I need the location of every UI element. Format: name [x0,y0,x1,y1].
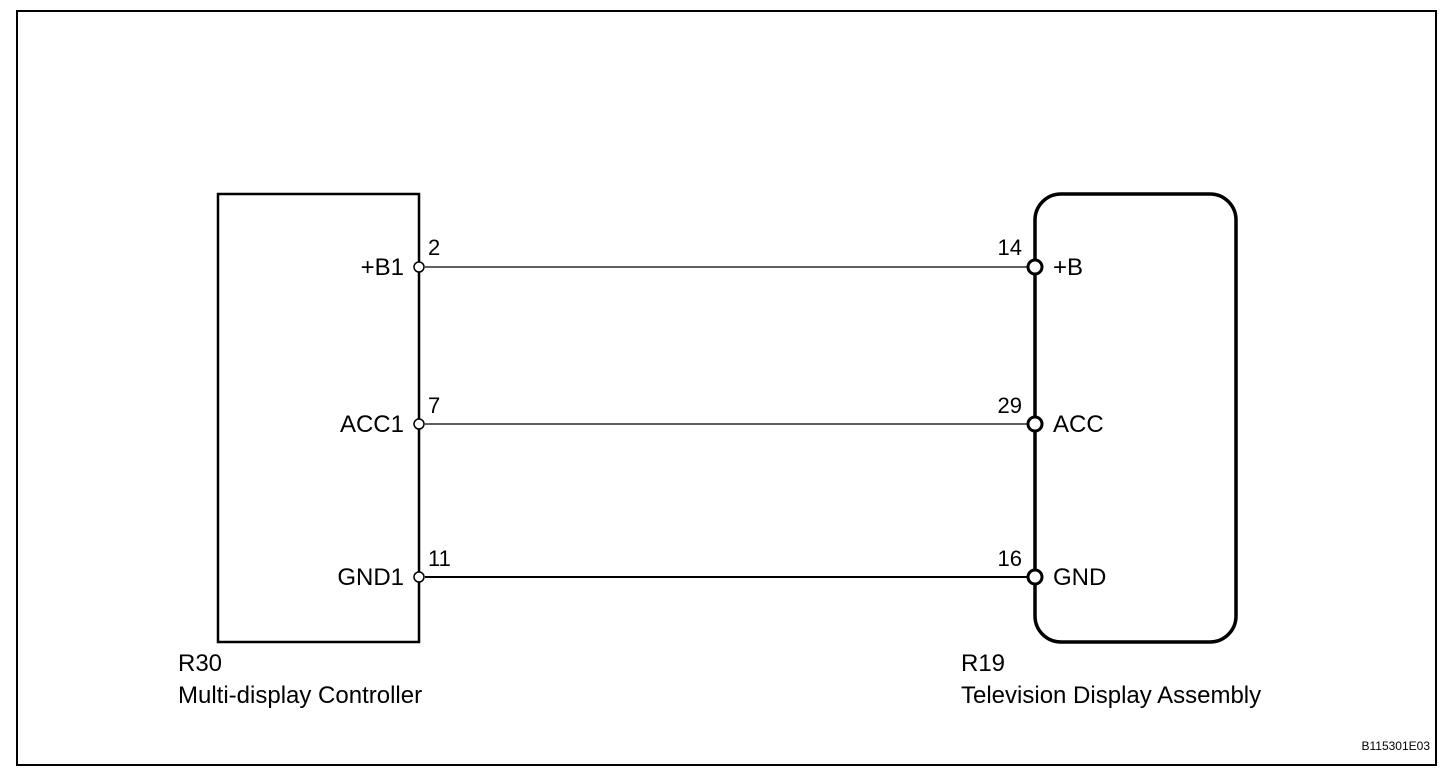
right-signal-label: ACC [1053,411,1104,438]
terminal-right-pin-16 [1026,568,1044,586]
left-component-name: Multi-display Controller [178,682,423,709]
left-signal-label: +B1 [360,254,404,281]
right-pin-number: 16 [997,546,1022,571]
terminal-right-pin-14 [1026,258,1044,276]
right-signal-label: +B [1053,254,1084,281]
figure-code: B115301E03 [1361,739,1430,753]
multi-display-controller-box [216,192,421,644]
left-pin-number: 7 [428,393,441,418]
left-signal-label: GND1 [337,564,404,591]
left-signal-label: ACC1 [339,411,404,438]
terminal-left-pin-7 [413,418,425,430]
left-component-code: R30 [178,650,223,677]
right-component-name: Television Display Assembly [961,682,1262,709]
terminal-left-pin-11 [413,571,425,583]
diagram-frame [16,10,1437,766]
right-pin-number: 29 [997,393,1022,418]
right-component-code: R19 [961,650,1006,677]
terminal-left-pin-2 [413,261,425,273]
left-pin-number: 11 [428,546,451,571]
terminal-right-pin-29 [1026,415,1044,433]
right-signal-label: GND [1053,564,1107,591]
left-pin-number: 2 [428,235,441,260]
right-pin-number: 14 [997,235,1022,260]
